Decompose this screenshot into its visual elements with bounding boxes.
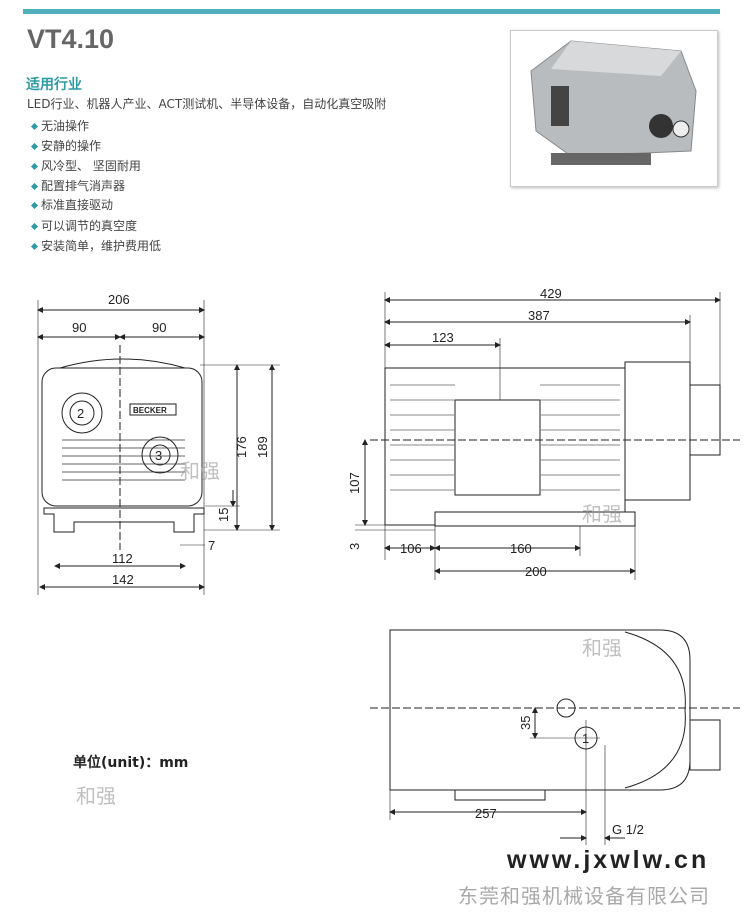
dim-label: 257 xyxy=(475,806,497,821)
feature-item: 风冷型、 坚固耐用 xyxy=(30,157,141,174)
feature-item: 配置排气消声器 xyxy=(30,177,125,194)
dim-label: 112 xyxy=(112,551,133,566)
port-label: 2 xyxy=(77,406,84,421)
feature-item: 安静的操作 xyxy=(30,137,101,154)
feature-item: 无油操作 xyxy=(30,117,89,134)
dim-label: G 1/2 xyxy=(612,822,644,837)
dim-label: 15 xyxy=(216,508,231,522)
industries-text: LED行业、机器人产业、ACT测试机、半导体设备，自动化真空吸附 xyxy=(27,97,387,111)
website-link[interactable]: www.jxwlw.cn xyxy=(507,846,710,874)
brand-logo: BECKER xyxy=(133,406,167,415)
dim-label: 206 xyxy=(108,292,130,307)
port-label: 1 xyxy=(582,731,589,746)
dim-label: 200 xyxy=(525,564,547,579)
watermark: 和强 xyxy=(582,636,622,660)
feature-item: 安装简单，维护费用低 xyxy=(30,237,161,254)
dim-label: 106 xyxy=(400,541,422,556)
dim-label: 189 xyxy=(255,436,270,458)
front-view xyxy=(41,345,205,550)
product-photo xyxy=(510,30,718,187)
watermark: 和强 xyxy=(76,784,116,808)
dim-label: 90 xyxy=(152,320,166,335)
watermark: 和强 xyxy=(180,459,220,483)
watermark: 和强 xyxy=(582,502,622,526)
dim-label: 35 xyxy=(518,716,533,730)
side-view xyxy=(370,361,740,527)
dim-label: 387 xyxy=(528,308,550,323)
dim-label: 3 xyxy=(347,543,362,550)
dim-label: 176 xyxy=(234,436,249,458)
unit-label: 单位(unit)：mm xyxy=(73,755,189,771)
dim-label: 160 xyxy=(510,541,532,556)
dim-label: 7 xyxy=(208,538,215,553)
model-title: VT4.10 xyxy=(27,24,115,54)
section-title: 适用行业 xyxy=(26,77,82,93)
dim-label: 429 xyxy=(540,286,562,301)
dim-label: 142 xyxy=(112,572,134,587)
dim-label: 107 xyxy=(347,472,362,494)
accent-bar xyxy=(23,9,720,14)
dim-label: 123 xyxy=(432,330,454,345)
feature-item: 标准直接驱动 xyxy=(30,196,113,213)
top-view xyxy=(370,629,740,845)
port-label: 3 xyxy=(155,448,162,463)
dim-label: 90 xyxy=(72,320,86,335)
feature-item: 可以调节的真空度 xyxy=(30,217,137,234)
company-name: 东莞和强机械设备有限公司 xyxy=(458,884,710,908)
